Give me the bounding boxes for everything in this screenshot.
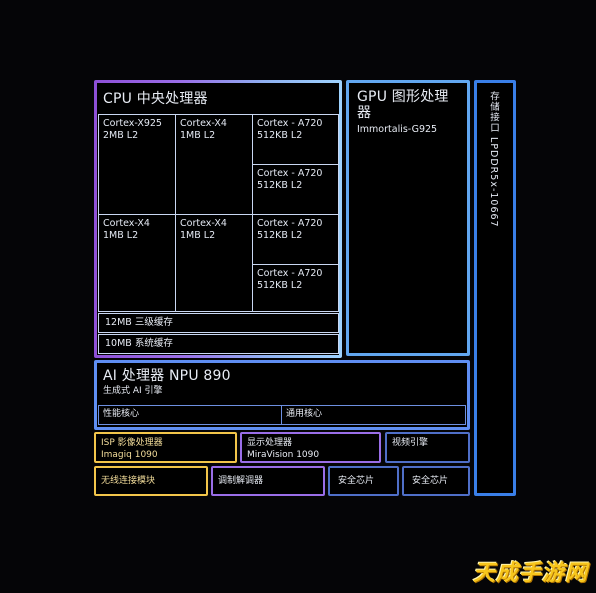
cpu-core-a720: Cortex - A720 512KB L2 <box>252 214 339 265</box>
cpu-core-x4: Cortex-X4 1MB L2 <box>175 214 253 312</box>
security-chip-block-2: 安全芯片 <box>402 466 470 496</box>
ai-general-core: 通用核心 <box>281 405 466 425</box>
core-name: Cortex - A720 <box>257 268 323 279</box>
wireless-label: 无线连接模块 <box>101 476 156 486</box>
l3-cache: 12MB 三级缓存 <box>98 313 339 333</box>
cpu-core-x4: Cortex-X4 1MB L2 <box>98 214 176 312</box>
display-title: 显示处理器 <box>247 438 293 448</box>
isp-title: ISP 影像处理器 <box>101 438 163 448</box>
system-cache: 10MB 系统缓存 <box>98 334 339 354</box>
wireless-module-block: 无线连接模块 <box>94 466 208 496</box>
gpu-block: GPU 图形处理器 Immortalis-G925 <box>346 80 470 356</box>
cpu-core-a720: Cortex - A720 512KB L2 <box>252 264 339 312</box>
ai-title: AI 处理器 NPU 890 <box>103 368 231 384</box>
memory-interface-label: 存储接口 LPDDR5x-10667 <box>488 91 499 228</box>
security-chip-block-1: 安全芯片 <box>328 466 399 496</box>
ai-performance-core: 性能核心 <box>98 405 282 425</box>
cpu-core-a720: Cortex - A720 512KB L2 <box>252 114 339 165</box>
cpu-core-a720: Cortex - A720 512KB L2 <box>252 164 339 215</box>
core-name: Cortex-X4 <box>180 118 227 129</box>
core-name: Cortex - A720 <box>257 218 323 229</box>
core-cache: 1MB L2 <box>103 230 139 241</box>
cpu-core-x4: Cortex-X4 1MB L2 <box>175 114 253 215</box>
cpu-block: CPU 中央处理器 Cortex-X925 2MB L2 Cortex-X4 1… <box>94 80 342 358</box>
modem-block: 调制解调器 <box>211 466 325 496</box>
core-cache: 512KB L2 <box>257 180 303 191</box>
memory-interface-block: 存储接口 LPDDR5x-10667 <box>474 80 516 496</box>
core-cache: 2MB L2 <box>103 130 139 141</box>
ai-subtitle: 生成式 AI 引擎 <box>103 386 163 396</box>
core-cache: 512KB L2 <box>257 230 303 241</box>
security-chip-label: 安全芯片 <box>338 476 375 486</box>
cpu-title: CPU 中央处理器 <box>103 91 208 107</box>
core-cache: 1MB L2 <box>180 230 216 241</box>
core-cache: 512KB L2 <box>257 130 303 141</box>
security-chip-label: 安全芯片 <box>412 476 449 486</box>
gpu-model: Immortalis-G925 <box>357 124 438 135</box>
video-title: 视频引擎 <box>392 438 429 448</box>
isp-model: Imagiq 1090 <box>101 450 158 460</box>
modem-label: 调制解调器 <box>218 476 264 486</box>
ai-block: AI 处理器 NPU 890 生成式 AI 引擎 性能核心 通用核心 <box>94 360 470 430</box>
core-name: Cortex-X4 <box>103 218 150 229</box>
gpu-title: GPU 图形处理器 <box>357 89 449 121</box>
core-cache: 512KB L2 <box>257 280 303 291</box>
core-cache: 1MB L2 <box>180 130 216 141</box>
core-name: Cortex-X4 <box>180 218 227 229</box>
display-model: MiraVision 1090 <box>247 450 320 460</box>
core-name: Cortex - A720 <box>257 168 323 179</box>
watermark-logo: 天成手游网 <box>472 561 588 586</box>
display-processor-block: 显示处理器 MiraVision 1090 <box>240 432 381 463</box>
cpu-core-x925: Cortex-X925 2MB L2 <box>98 114 176 215</box>
isp-block: ISP 影像处理器 Imagiq 1090 <box>94 432 237 463</box>
core-name: Cortex - A720 <box>257 118 323 129</box>
core-name: Cortex-X925 <box>103 118 162 129</box>
video-engine-block: 视频引擎 <box>385 432 470 463</box>
